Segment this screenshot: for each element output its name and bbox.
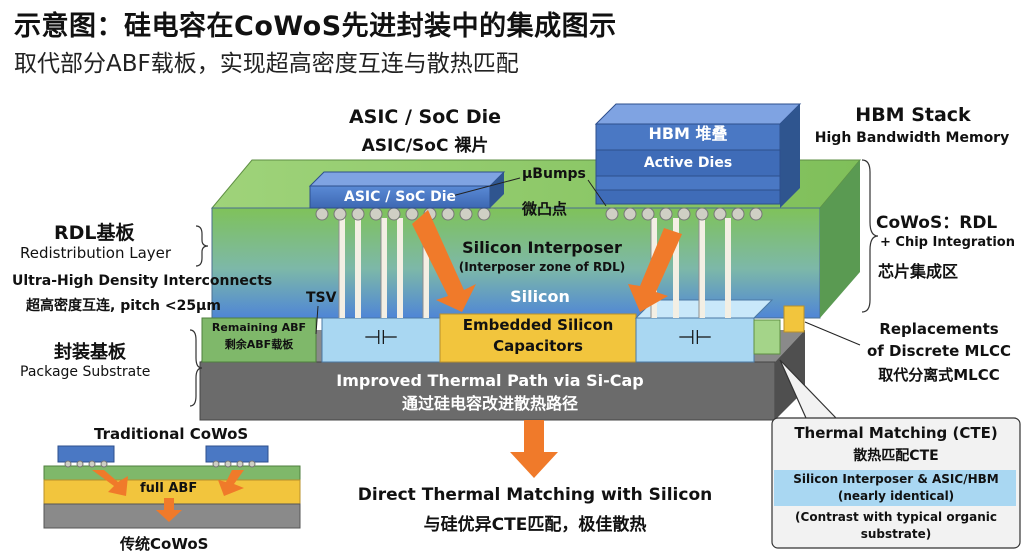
callout-title-en: Thermal Matching (CTE) [794, 424, 998, 442]
asic-die-top [308, 171, 506, 187]
substrate-sub: Package Substrate [20, 364, 151, 380]
page-title: 示意图：硅电容在CoWoS先进封装中的集成图示 [14, 11, 617, 42]
direct-thermal-en: Direct Thermal Matching with Silicon [357, 485, 713, 505]
hbm-top-text: HBM 堆叠 [648, 124, 728, 143]
asic-label-cn: ASIC/SoC 裸片 [361, 136, 489, 156]
hbm-microbumps [605, 207, 763, 221]
mlcc-line1: Replacements [879, 320, 999, 338]
mlcc-line2: of Discrete MLCC [866, 342, 1012, 360]
interposer-side-face [820, 160, 860, 318]
traditional-cn: 传统CoWoS [120, 535, 209, 553]
asic-die-text: ASIC / SoC Die [343, 189, 457, 205]
bumps-label-cn: 微凸点 [522, 200, 568, 218]
mlcc-line3: 取代分离式MLCC [878, 366, 1000, 384]
traditional-cowos-diagram [43, 445, 301, 529]
callout-note-line2: substrate) [860, 527, 932, 541]
callout-highlight-line2: (nearly identical) [837, 489, 955, 503]
cowos-line1: CoWoS：RDL [876, 213, 998, 233]
hbm-label-sub: High Bandwidth Memory [814, 130, 1010, 146]
remaining-abf-block [201, 317, 317, 363]
rdl-sub: Redistribution Layer [20, 244, 172, 262]
left-brackets [189, 225, 209, 407]
interposer-sub: (Interposer zone of RDL) [458, 260, 626, 274]
cowos-line2: + Chip Integration [880, 235, 1015, 250]
asic-label-en: ASIC / SoC Die [348, 106, 502, 128]
embedded-cap-line1: Embedded Silicon [462, 316, 614, 334]
callout-title-cn: 散热匹配CTE [853, 448, 939, 464]
hbm-label-en: HBM Stack [855, 104, 971, 126]
abf-label-en: Remaining ABF [211, 321, 307, 334]
asic-microbumps [315, 207, 491, 221]
tsv-label: TSV [306, 290, 337, 306]
callout-highlight [774, 470, 1016, 506]
embedded-capacitor-block [439, 313, 637, 363]
callout-note-line1: (Contrast with typical organic [795, 510, 997, 524]
callout-highlight-line1: Silicon Interposer & ASIC/HBM [793, 472, 999, 486]
capacitor-symbol-right: ⊣⊢ [677, 325, 713, 349]
right-bracket [861, 159, 879, 313]
rdl-title: RDL基板 [54, 222, 135, 244]
substrate-title: 封装基板 [54, 342, 126, 363]
direct-thermal-cn: 与硅优异CTE匹配，极佳散热 [423, 515, 647, 535]
capacitor-symbol-left: ⊣⊢ [363, 325, 399, 349]
interposer-title: Silicon Interposer [462, 238, 622, 257]
hbm-stack [594, 103, 802, 208]
bumps-label-en: μBumps [522, 166, 586, 182]
page-subtitle: 取代部分ABF载板，实现超高密度互连与散热匹配 [14, 51, 519, 77]
mlcc-block-1 [753, 319, 781, 355]
thermal-path-en: Improved Thermal Path via Si-Cap [336, 371, 644, 390]
silicon-label: Silicon [510, 287, 570, 306]
hbm-active-text: Active Dies [643, 155, 733, 171]
thermal-arrows [412, 210, 682, 478]
abf-label-cn: 剩余ABF载板 [224, 338, 294, 351]
traditional-title: Traditional CoWoS [94, 425, 249, 443]
capacitor-block-left [321, 317, 441, 363]
traditional-abf: full ABF [140, 481, 198, 496]
interconnect-en: Ultra-High Density Interconnects [12, 273, 273, 289]
mlcc-block-2 [783, 305, 805, 333]
interconnect-cn: 超高密度互连, pitch <25μm [26, 298, 221, 314]
cowos-line3: 芯片集成区 [878, 262, 959, 281]
embedded-cap-line2: Capacitors [493, 337, 583, 355]
thermal-path-cn: 通过硅电容改进散热路径 [401, 394, 578, 413]
